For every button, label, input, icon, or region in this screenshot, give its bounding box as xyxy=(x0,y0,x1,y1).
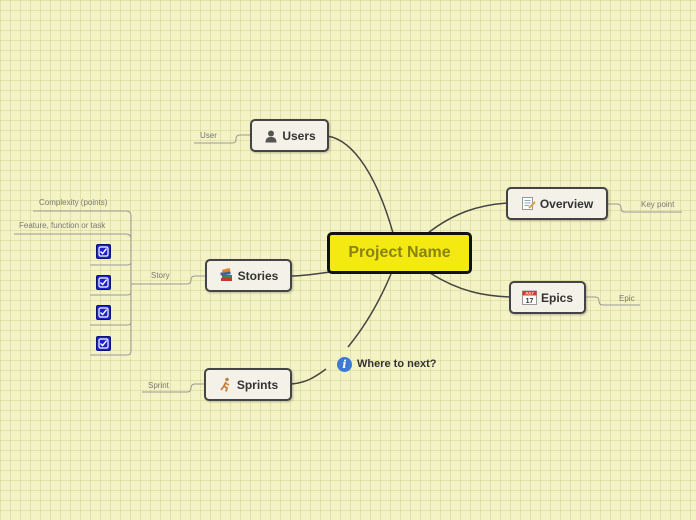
floating-topic-label: Where to next? xyxy=(357,358,437,370)
link-sprint-sub xyxy=(142,383,205,393)
task-icon[interactable] xyxy=(96,275,111,290)
floating-topic-where-to-next[interactable]: i Where to next? xyxy=(337,354,436,374)
link-sprints xyxy=(290,368,327,385)
link-stories xyxy=(289,271,331,277)
topic-overview[interactable]: Overview xyxy=(506,187,608,220)
link-user-sub xyxy=(194,134,250,144)
subtopic-user[interactable]: User xyxy=(200,131,217,140)
subtopic-epic[interactable]: Epic xyxy=(619,294,635,303)
task-icon[interactable] xyxy=(96,305,111,320)
topic-users-label: Users xyxy=(282,128,316,143)
calendar-day: 17 xyxy=(526,298,534,305)
subtopic-sprint[interactable]: Sprint xyxy=(148,381,169,390)
task-icon[interactable] xyxy=(96,336,111,351)
document-icon xyxy=(521,196,536,211)
runner-icon xyxy=(218,377,233,392)
topic-sprints[interactable]: Sprints xyxy=(204,368,292,401)
subtopic-story[interactable]: Story xyxy=(151,271,170,280)
link-task3 xyxy=(90,321,132,326)
link-overview xyxy=(427,202,508,234)
user-icon xyxy=(263,128,278,143)
link-story-bracket xyxy=(90,216,132,356)
link-keypoint-sub xyxy=(607,203,682,213)
link-epics xyxy=(429,272,511,298)
task-icon[interactable] xyxy=(96,244,111,259)
link-epic-sub xyxy=(585,296,640,306)
topic-overview-label: Overview xyxy=(539,196,594,211)
topic-stories-label: Stories xyxy=(237,268,279,283)
subtopic-complexity[interactable]: Complexity (points) xyxy=(39,198,108,207)
topic-epics[interactable]: JULY 17 Epics xyxy=(509,281,586,314)
central-topic[interactable]: Project Name xyxy=(327,232,472,274)
link-story-sub xyxy=(131,275,205,285)
subtopic-key-point[interactable]: Key point xyxy=(641,200,675,209)
link-task1 xyxy=(90,261,132,266)
books-icon xyxy=(219,268,234,283)
link-where xyxy=(347,273,392,348)
topic-users[interactable]: Users xyxy=(250,119,329,152)
link-feature-sub xyxy=(14,233,132,240)
link-task2 xyxy=(90,291,132,296)
topic-stories[interactable]: Stories xyxy=(205,259,292,292)
topic-sprints-label: Sprints xyxy=(236,377,279,392)
link-users xyxy=(326,135,394,234)
calendar-icon: JULY 17 xyxy=(521,290,537,305)
topic-epics-label: Epics xyxy=(540,290,573,305)
subtopic-feature[interactable]: Feature, function or task xyxy=(19,221,106,230)
calendar-month: JULY xyxy=(525,292,534,296)
info-icon: i xyxy=(337,356,352,372)
link-complexity-sub xyxy=(33,210,132,217)
